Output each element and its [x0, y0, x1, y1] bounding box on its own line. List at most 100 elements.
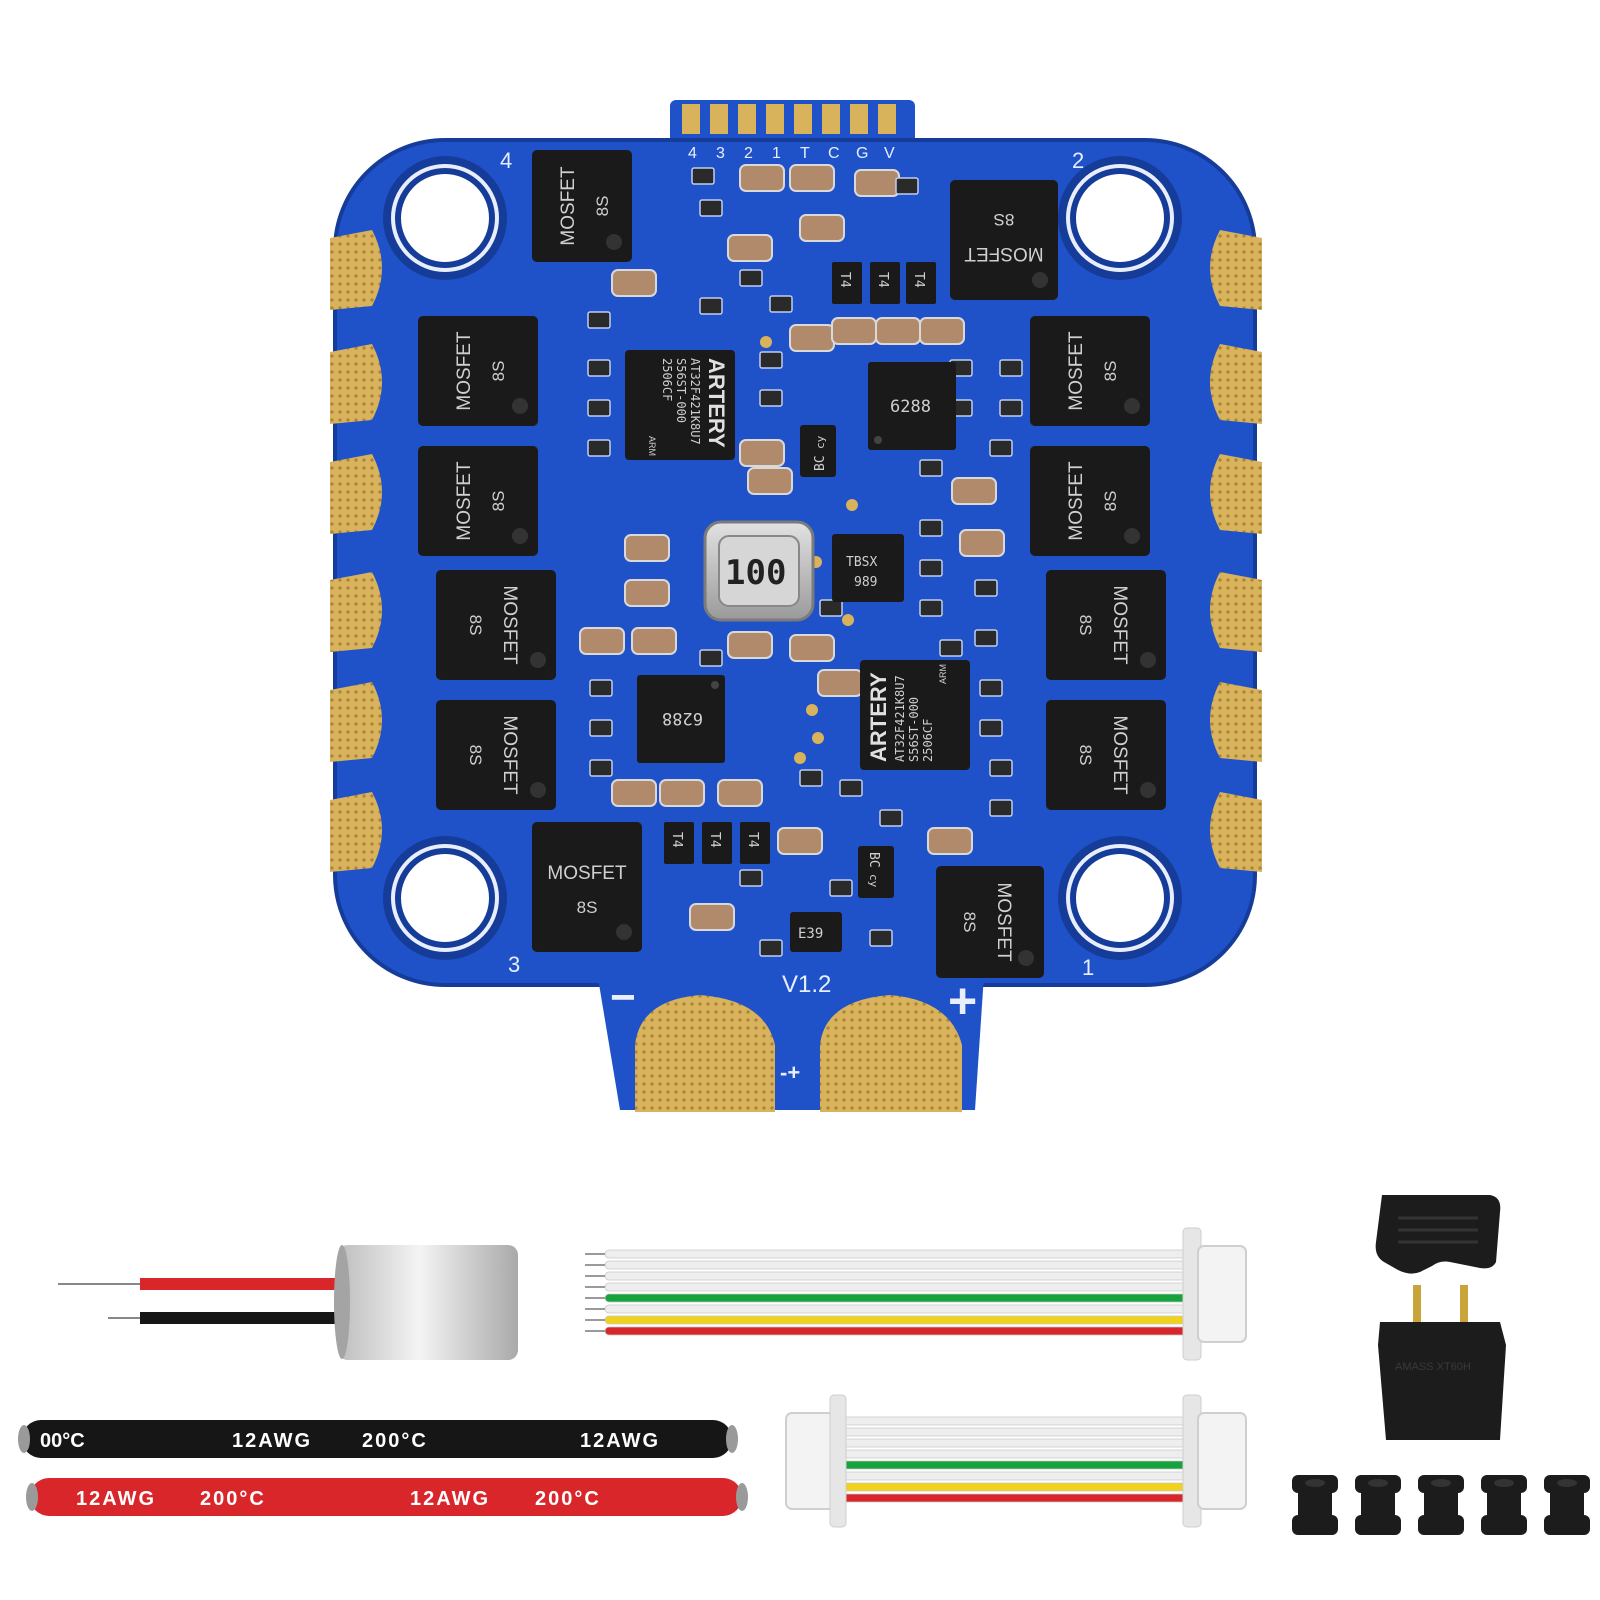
positive-pad: [820, 995, 962, 1112]
corner-number-1: 1: [1082, 955, 1094, 980]
motor-pads: [330, 230, 1262, 872]
rubber-dampers: [1292, 1475, 1590, 1535]
mounting-ring-silk: [1066, 844, 1174, 952]
mosfet-rating: 8S: [1076, 745, 1095, 766]
wire: [604, 1293, 1189, 1303]
mounting-hole: [401, 174, 489, 262]
via: [794, 752, 806, 764]
pin1-dot: [512, 398, 528, 414]
pin1-dot: [1124, 398, 1140, 414]
capacitor: [777, 827, 823, 855]
wire: [837, 1493, 1189, 1503]
mosfet-rating: 8S: [577, 898, 598, 917]
pin1-dot: [1032, 272, 1048, 288]
resistor: [589, 759, 613, 777]
mosfet-label: MOSFET: [1109, 715, 1130, 795]
sot-part: T4: [740, 822, 770, 864]
connector-housing: [1197, 1245, 1247, 1343]
bc-label: BC: [813, 455, 828, 471]
damper: [1418, 1475, 1464, 1535]
resistor: [839, 779, 863, 797]
resistor: [895, 177, 919, 195]
mosfet-package: [436, 570, 556, 680]
resistor: [587, 399, 611, 417]
mosfet-package: [936, 866, 1044, 978]
diode-bc-1: BC cy: [800, 425, 836, 477]
mosfet-package: [532, 150, 632, 262]
mosfet-rating: 8S: [1076, 615, 1095, 636]
header-pad: [766, 104, 784, 134]
resistor: [919, 519, 943, 537]
signal-cable-short: [785, 1394, 1247, 1528]
resistor: [587, 359, 611, 377]
wire: [837, 1416, 1189, 1426]
mosfet-package: [418, 316, 538, 426]
via: [760, 336, 772, 348]
pin1-dot: [1018, 950, 1034, 966]
motor-pad-left: [330, 230, 382, 310]
motor-pad-left: [330, 572, 382, 652]
black-wire-gauge-2: 12AWG: [580, 1430, 660, 1452]
resistor: [919, 459, 943, 477]
sot-package: [664, 822, 694, 864]
mcu-part: AT32F421K8U7: [688, 358, 702, 445]
header-pad: [850, 104, 868, 134]
damper-hole: [1557, 1479, 1577, 1487]
capacitor: [624, 534, 670, 562]
part-e39: E39: [790, 912, 842, 952]
capacitor: [689, 903, 735, 931]
resistor: [699, 297, 723, 315]
resistor: [979, 679, 1003, 697]
capacitor: [789, 634, 835, 662]
damper-bottom: [1418, 1515, 1464, 1535]
capacitor: [579, 627, 625, 655]
corner-number-2: 2: [1072, 148, 1084, 173]
mcu-chip-2: ARTERY AT32F421K8U7 S56ST-000 2506CF ARM: [860, 660, 970, 770]
damper: [1481, 1475, 1527, 1535]
damper-bottom: [1292, 1515, 1338, 1535]
damper-bottom: [1544, 1515, 1590, 1535]
mosfet-label: MOSFET: [1066, 461, 1087, 541]
capacitor: [659, 779, 705, 807]
mosfet-rating: 8S: [593, 196, 612, 217]
resistor: [939, 639, 963, 657]
damper-neck: [1298, 1489, 1332, 1519]
bc-label: BC: [866, 852, 881, 868]
wire: [604, 1249, 1189, 1259]
motor-pad-right: [1210, 682, 1262, 762]
negative-pad: [635, 995, 775, 1112]
resistor: [974, 579, 998, 597]
resistor: [739, 869, 763, 887]
mcu-brand: ARTERY: [704, 358, 729, 448]
capacitor: [727, 234, 773, 262]
capacitor: [875, 317, 921, 345]
connector-housing: [785, 1412, 835, 1510]
damper: [1544, 1475, 1590, 1535]
capacitor: [854, 169, 900, 197]
motor-pad-right: [1210, 230, 1262, 310]
via: [806, 704, 818, 716]
mcu-brand: ARTERY: [866, 672, 891, 762]
header-pin-label: 4: [688, 145, 697, 162]
motor-pad-left: [330, 344, 382, 424]
t4-label: T4: [669, 832, 684, 848]
wire: [837, 1438, 1189, 1448]
resistor: [819, 599, 843, 617]
wire: [837, 1460, 1189, 1470]
header-pad: [822, 104, 840, 134]
passive-components: [579, 164, 1023, 957]
damper-bottom: [1355, 1515, 1401, 1535]
capacitor: [727, 631, 773, 659]
resistor: [989, 439, 1013, 457]
mcu-date: 2506CF: [660, 358, 674, 401]
mcu-lot: S56ST-000: [674, 358, 688, 423]
mcu-chip-1: ARTERY AT32F421K8U7 S56ST-000 2506CF ARM: [625, 350, 735, 460]
mosfet-rating: 8S: [1101, 361, 1120, 382]
